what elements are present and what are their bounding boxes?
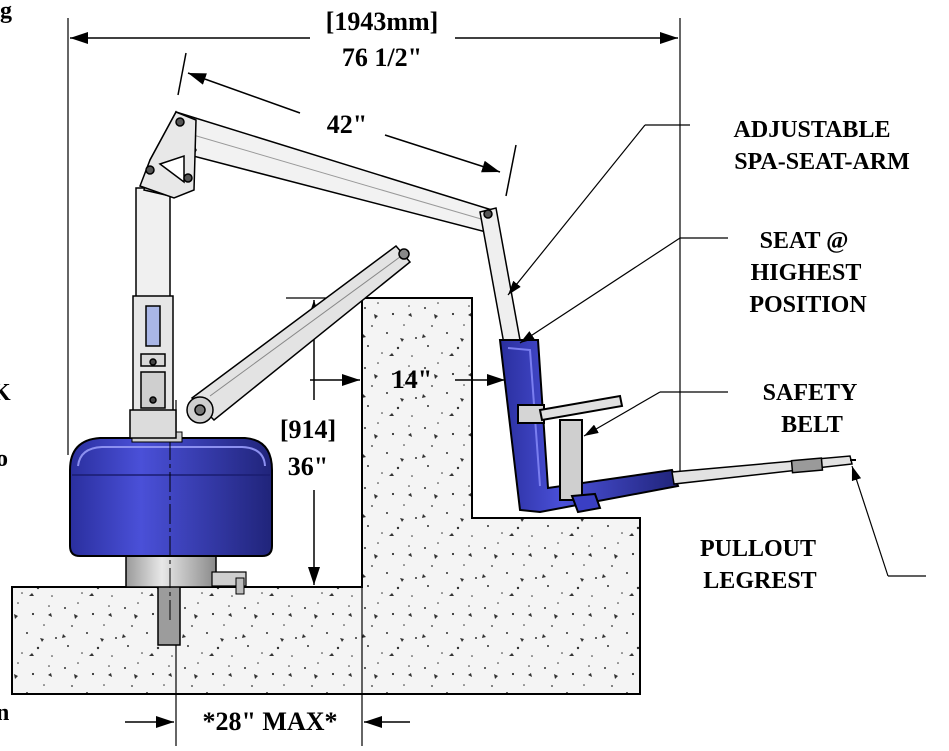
seat-arm-link bbox=[479, 207, 521, 345]
fragment-top-left: g bbox=[0, 0, 12, 24]
callout-labels: ADJUSTABLE SPA-SEAT-ARM SEAT @ HIGHEST P… bbox=[700, 117, 910, 594]
dim-arm-length: 42" bbox=[327, 110, 367, 139]
spa-seat bbox=[498, 339, 680, 514]
dim-height-in: 36" bbox=[288, 452, 328, 481]
callout-legrest-line-1: PULLOUT bbox=[700, 536, 816, 562]
fragment-left-lower: n bbox=[0, 700, 9, 726]
linear-actuator bbox=[186, 244, 412, 424]
dim-height-mm: [914] bbox=[280, 415, 336, 444]
callout-adjustable-line-2: SPA-SEAT-ARM bbox=[734, 149, 910, 175]
callout-safety-line-1: SAFETY bbox=[763, 380, 858, 406]
pullout-legrest bbox=[671, 455, 856, 485]
pedestal bbox=[125, 554, 247, 646]
fragment-left-upper: K bbox=[0, 380, 11, 406]
callout-seat-line-3: POSITION bbox=[749, 292, 867, 318]
callout-safety-line-2: BELT bbox=[781, 412, 843, 438]
callout-seat-line-2: HIGHEST bbox=[751, 260, 862, 286]
dim-overall-width-mm: [1943mm] bbox=[326, 7, 439, 36]
callout-seat-line-1: SEAT @ bbox=[760, 228, 849, 254]
fragment-left-middle: o bbox=[0, 446, 8, 472]
dim-base-max: *28" MAX* bbox=[202, 707, 337, 736]
dim-overall-width-in: 76 1/2" bbox=[342, 43, 422, 72]
callout-leaders bbox=[507, 124, 926, 577]
boom-arm bbox=[139, 110, 493, 233]
callout-adjustable-line-1: ADJUSTABLE bbox=[734, 117, 891, 143]
cropped-edge-text: g K o n bbox=[0, 0, 12, 726]
lift-mast bbox=[129, 187, 177, 439]
dimension-labels: [1943mm] 76 1/2" 42" 14" [914] 36" *28" … bbox=[202, 7, 438, 736]
dim-seat-offset: 14" bbox=[392, 365, 432, 394]
callout-legrest-line-2: LEGREST bbox=[703, 568, 816, 594]
